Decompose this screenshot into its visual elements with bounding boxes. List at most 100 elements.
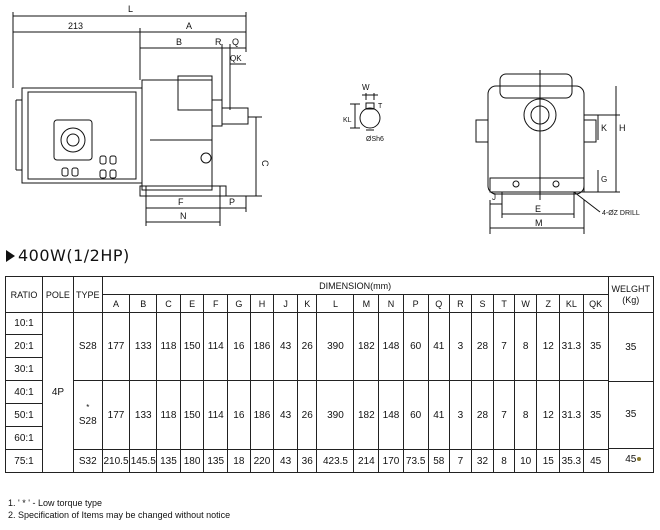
dim-col-n: N <box>378 294 404 313</box>
dim-label-R: R <box>215 37 222 47</box>
dim-label-H: H <box>619 123 626 133</box>
dim-col-g: G <box>227 294 251 313</box>
value-e: 150 <box>179 380 205 450</box>
dim-col-t: T <box>493 294 515 313</box>
type-header: TYPE <box>72 276 103 313</box>
value-c: 118 <box>156 380 181 450</box>
value-h: 186 <box>249 380 275 450</box>
value-g: 16 <box>227 380 251 450</box>
value-b: 133 <box>129 312 158 381</box>
value-k: 26 <box>296 312 318 381</box>
dim-label-G: G <box>601 175 607 184</box>
value-n: 148 <box>378 380 404 450</box>
value-w: 10 <box>513 449 538 473</box>
table-row: 60:1 <box>4 426 654 450</box>
value-a: 210.5 <box>101 449 131 473</box>
value-r: 3 <box>449 380 472 450</box>
value-j: 43 <box>273 312 298 381</box>
dim-label-S: ØSh6 <box>366 136 384 143</box>
dim-label-B: B <box>176 37 182 47</box>
dim-col-z: Z <box>536 294 561 313</box>
dim-label-L: L <box>128 4 133 14</box>
type-label: S28 <box>78 416 97 427</box>
value-l: 390 <box>316 380 355 450</box>
section-title: 400W(1/2HP) <box>6 246 130 265</box>
motor-technical-drawing: L 213 A B R Q QK C F P N W KL T ØSh6 K H… <box>12 4 640 234</box>
weight-header: WELGHT (Kg) <box>607 276 655 313</box>
ratio-cell: 20:1 <box>4 334 44 358</box>
dim-col-k: K <box>296 294 318 313</box>
value-w: 8 <box>513 380 538 450</box>
dim-label-QK: QK <box>230 54 242 63</box>
dim-label-A: A <box>186 21 192 31</box>
value-p: 60 <box>402 380 429 450</box>
dimension-table: RATIO POLE TYPE DIMENSION(mm) WELGHT (Kg… <box>4 276 655 473</box>
ratio-cell: 50:1 <box>4 403 44 427</box>
value-c: 118 <box>156 312 181 381</box>
ratio-cell: 75:1 <box>4 449 44 473</box>
value-m: 182 <box>353 312 380 381</box>
dim-col-f: F <box>203 294 229 313</box>
dim-col-r: R <box>449 294 472 313</box>
value-n: 170 <box>378 449 404 473</box>
dim-col-qk: QK <box>582 294 609 313</box>
dim-col-h: H <box>249 294 275 313</box>
pole-cell: 4P <box>42 312 74 473</box>
value-r: 7 <box>449 449 472 473</box>
ratio-header: RATIO <box>4 276 44 313</box>
value-z: 12 <box>536 380 561 450</box>
dim-label-Q: Q <box>232 37 239 47</box>
stray-mark <box>637 457 641 461</box>
value-a: 177 <box>101 380 131 450</box>
value-q: 41 <box>427 380 451 450</box>
dim-label-J: J <box>492 193 496 202</box>
value-t: 7 <box>493 312 515 381</box>
value-b: 145.5 <box>129 449 158 473</box>
dim-col-m: M <box>353 294 380 313</box>
weight-value: 35 <box>609 382 653 449</box>
value-g: 16 <box>227 312 251 381</box>
value-e: 180 <box>179 449 205 473</box>
value-qk: 45 <box>582 449 609 473</box>
value-s: 28 <box>470 380 495 450</box>
value-q: 41 <box>427 312 451 381</box>
pole-header: POLE <box>42 276 74 313</box>
dim-label-T: T <box>378 103 383 110</box>
weight-value: 45 <box>625 453 637 465</box>
value-kl: 35.3 <box>559 449 584 473</box>
value-z: 12 <box>536 312 561 381</box>
dim-col-p: P <box>402 294 429 313</box>
ratio-cell: 40:1 <box>4 380 44 404</box>
value-z: 15 <box>536 449 561 473</box>
ratio-cell: 30:1 <box>4 357 44 381</box>
value-k: 36 <box>296 449 318 473</box>
value-h: 186 <box>249 312 275 381</box>
dim-label-K: K <box>601 123 607 133</box>
value-a: 177 <box>101 312 131 381</box>
value-g: 18 <box>227 449 251 473</box>
dim-label-M: M <box>535 218 543 228</box>
value-kl: 31.3 <box>559 380 584 450</box>
header-row-1: RATIO POLE TYPE DIMENSION(mm) WELGHT (Kg… <box>4 276 655 313</box>
low-torque-mark: * <box>86 403 90 412</box>
ratio-cell: 60:1 <box>4 426 44 450</box>
value-qk: 35 <box>582 380 609 450</box>
type-cell: S28 <box>72 312 103 381</box>
value-k: 26 <box>296 380 318 450</box>
dim-col-w: W <box>513 294 538 313</box>
weight-value: 35 <box>609 315 653 382</box>
dim-col-a: A <box>101 294 131 313</box>
value-n: 148 <box>378 312 404 381</box>
type-cell: S32 <box>72 449 103 473</box>
dim-label-F: F <box>178 197 184 207</box>
dim-col-c: C <box>156 294 181 313</box>
value-l: 390 <box>316 312 355 381</box>
value-q: 58 <box>427 449 451 473</box>
dim-col-s: S <box>470 294 495 313</box>
dim-label-W: W <box>362 83 370 92</box>
footnotes: 1. ' * ' - Low torque type 2. Specificat… <box>8 497 230 521</box>
value-r: 3 <box>449 312 472 381</box>
